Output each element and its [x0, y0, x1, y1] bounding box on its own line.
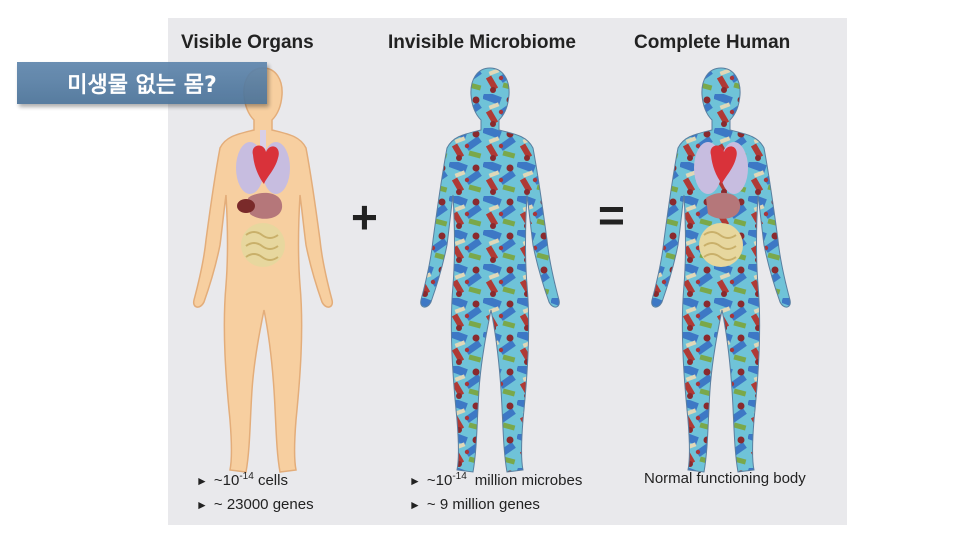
bullet-icon: ► — [409, 474, 421, 488]
trachea — [260, 130, 266, 160]
complete-human-figure — [651, 67, 791, 473]
diagram-panel: Visible Organs Invisible Microbiome Comp… — [168, 18, 847, 525]
organs-facts: ►~10-14 cells ►~ 23000 genes — [196, 465, 314, 517]
heart — [710, 145, 737, 184]
liver-stomach — [706, 192, 741, 219]
spleen — [237, 199, 255, 213]
organs-body-figure — [192, 67, 334, 473]
bullet-icon: ► — [196, 498, 208, 512]
intestine-folds — [703, 231, 737, 261]
microbiome-body-figure — [420, 67, 560, 473]
microbiome-texture — [420, 68, 560, 472]
equals-operator: = — [598, 189, 625, 241]
intestine-folds — [245, 231, 279, 261]
question-banner: 미생물 없는 몸? — [17, 62, 267, 104]
bullet-icon: ► — [196, 474, 208, 488]
intestines — [241, 223, 285, 267]
intestines — [699, 223, 743, 267]
body-silhouette — [192, 67, 334, 473]
organs-genes-fact: ►~ 23000 genes — [196, 493, 314, 517]
microbiome-genes-fact: ►~ 9 million genes — [409, 493, 582, 517]
invisible-microbiome-title: Invisible Microbiome — [388, 32, 576, 53]
bullet-icon: ► — [409, 498, 421, 512]
plus-operator: + — [351, 191, 378, 243]
complete-human-caption: Normal functioning body — [644, 470, 806, 487]
complete-human-title: Complete Human — [634, 32, 791, 53]
microbiome-texture — [651, 68, 791, 472]
liver-stomach — [248, 192, 283, 219]
organs-cells-fact: ►~10-14 cells — [196, 465, 314, 493]
heart — [252, 145, 279, 184]
visible-organs-title: Visible Organs — [181, 32, 314, 53]
